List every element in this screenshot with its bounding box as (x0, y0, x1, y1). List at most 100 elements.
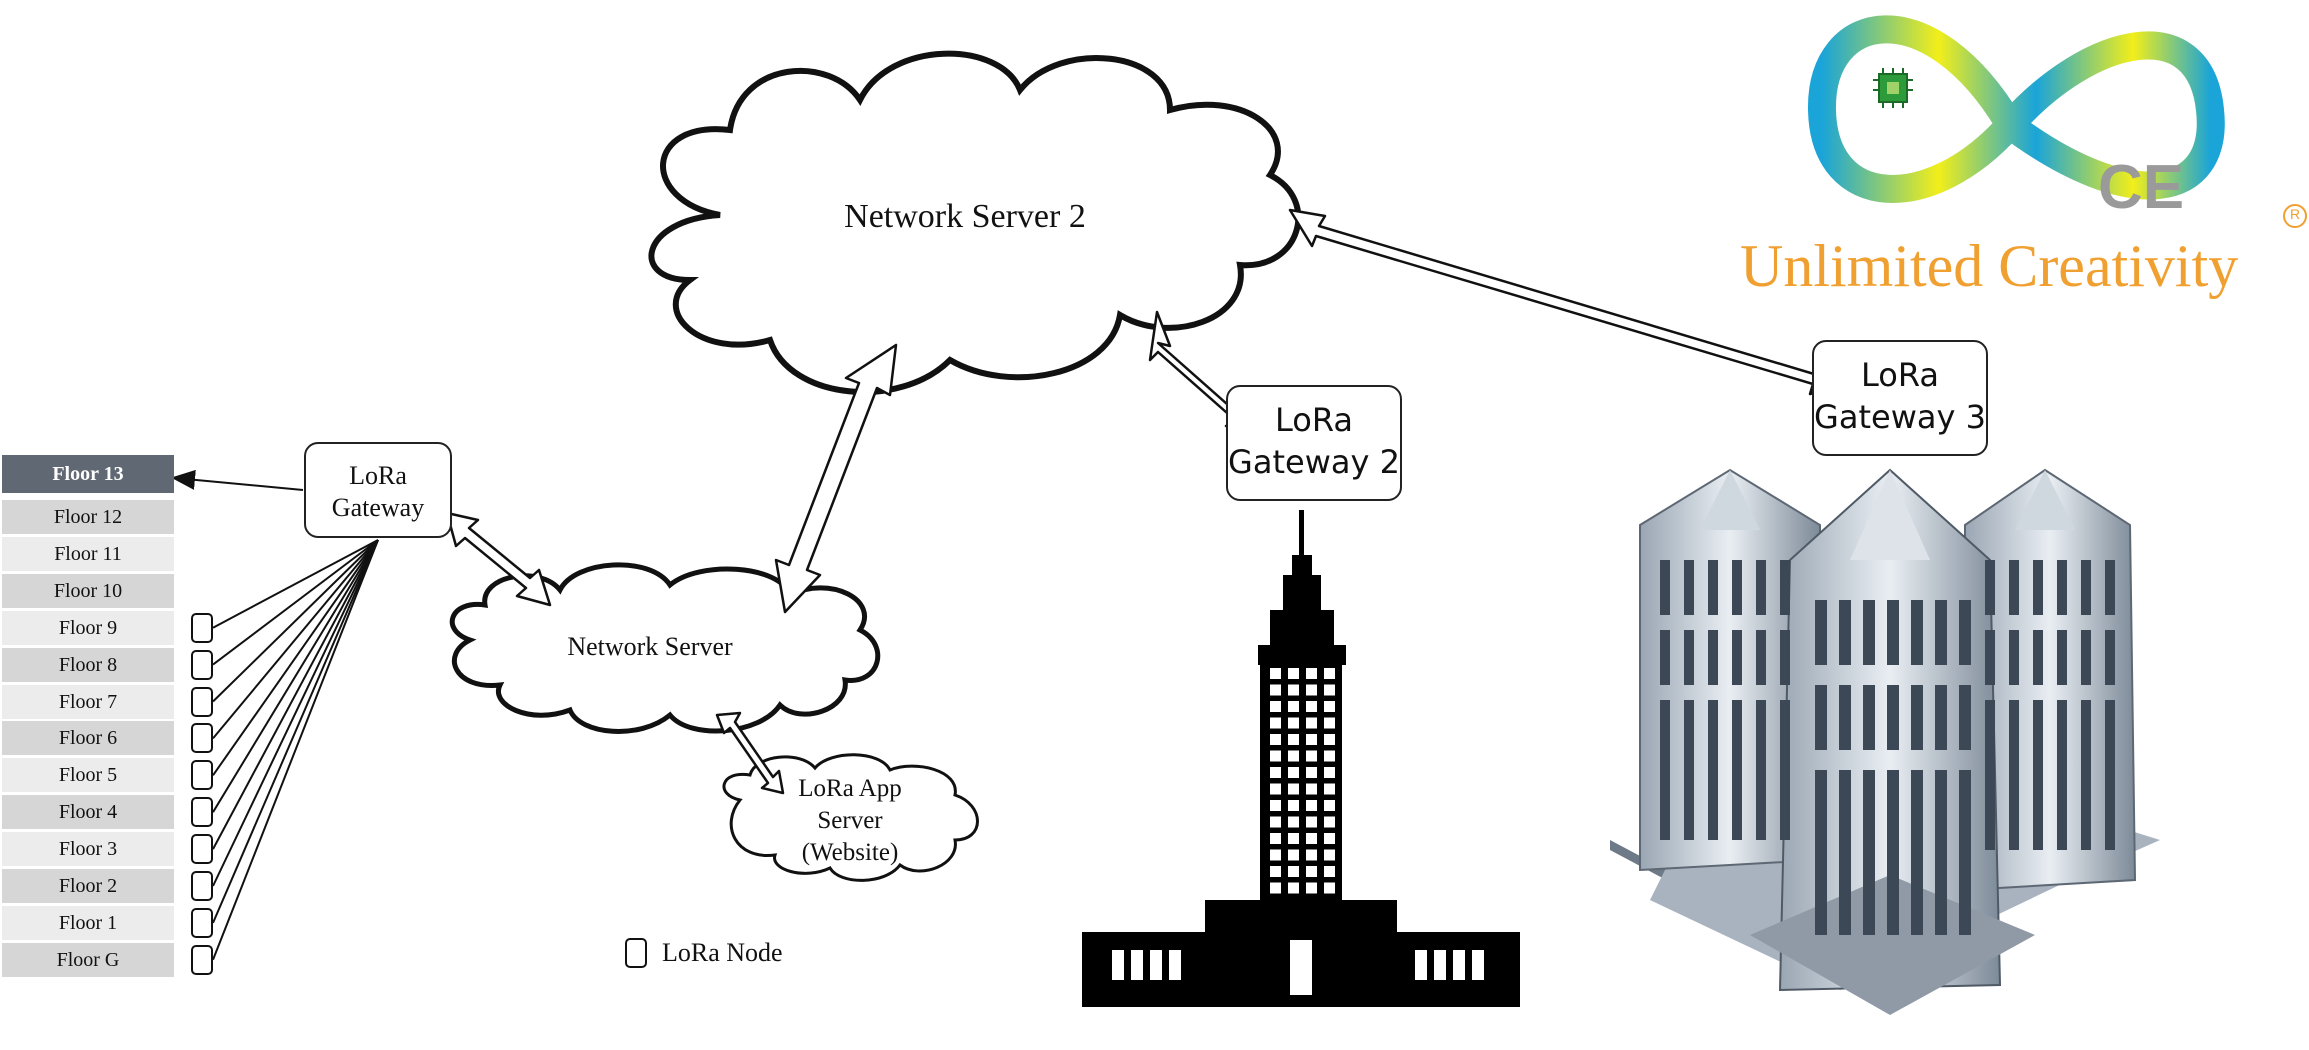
tower-window (1306, 734, 1317, 745)
network-server-2-label: Network Server 2 (844, 198, 1086, 235)
lora-node (191, 797, 213, 828)
tower-window (1324, 816, 1335, 828)
gateway-3-label-line2: Gateway 3 (1814, 398, 1986, 436)
floor-item: Floor 11 (2, 536, 174, 571)
skyscraper-window (2105, 720, 2115, 850)
tower-window (1306, 750, 1317, 762)
node-link-line (212, 539, 379, 629)
app-server-label-line2: Server (817, 807, 883, 834)
lora-node (191, 834, 213, 865)
tower-window (1288, 783, 1299, 795)
node-link-line (212, 539, 379, 887)
floor-item: Floor 5 (2, 758, 174, 793)
tower-window (1324, 684, 1335, 696)
skyscraper-window (1732, 560, 1742, 615)
lora-node (191, 907, 213, 938)
skyscraper-window (2033, 630, 2043, 685)
skyscraper-window (1985, 560, 1995, 615)
tower-window (1288, 866, 1299, 877)
skyscraper-window (2009, 720, 2019, 850)
skyscraper-window (1756, 630, 1766, 685)
tower-window (1270, 849, 1281, 861)
app-server-label-line1: LoRa App (798, 775, 902, 802)
skyscraper-window (1985, 630, 1995, 685)
skyscraper-window (1985, 720, 1995, 850)
skyscraper-window (1684, 630, 1694, 685)
registered-mark-letter: R (2289, 206, 2301, 222)
skyscraper-windows (1660, 560, 2115, 935)
gateway-to-floor13-arrow (171, 469, 304, 491)
tower-base-window (1169, 950, 1181, 980)
legend-node-icon (625, 938, 647, 968)
tower-window (1324, 849, 1335, 861)
skyscraper-window (1684, 560, 1694, 615)
tower-window (1306, 833, 1317, 844)
skyscraper-window (1863, 785, 1875, 935)
floor-item: Floor 2 (2, 869, 174, 903)
skyscraper-window (2057, 720, 2067, 850)
lora-node (191, 944, 213, 975)
tower-window (1306, 767, 1317, 778)
node-link-line (212, 539, 379, 740)
app-server-cloud (722, 753, 979, 882)
floor-item: Floor 9 (2, 610, 174, 645)
skyscraper-window (2057, 560, 2067, 615)
tower-window (1288, 800, 1299, 811)
tower-window (1324, 717, 1335, 729)
lora-node (191, 686, 213, 717)
tower-window (1324, 783, 1335, 795)
gateway-2-label-line1: LoRa (1275, 401, 1353, 439)
lora-gateway-2: LoRa Gateway 2 (1226, 385, 1402, 501)
tower-window (1270, 668, 1281, 679)
skyscraper-window (2033, 560, 2043, 615)
tower-window (1306, 783, 1317, 795)
skyscraper-window (1935, 600, 1947, 665)
skyscraper-window (1756, 720, 1766, 840)
skyscraper-window (1911, 600, 1923, 665)
skyscraper-window (1839, 785, 1851, 935)
tower-window (1270, 816, 1281, 828)
skyscraper-window (1756, 560, 1766, 615)
tower-window (1324, 701, 1335, 712)
skyscraper-window (1959, 600, 1971, 665)
tower-base-window (1415, 950, 1427, 980)
tower-base-window (1150, 950, 1162, 980)
lora-node (191, 723, 213, 754)
tower-base-window (1472, 950, 1484, 980)
tower-window (1306, 849, 1317, 861)
skyscraper-window (1887, 600, 1899, 665)
tower-window (1288, 882, 1299, 894)
tower-window (1306, 668, 1317, 679)
floor-item: Floor 13 (2, 455, 174, 493)
tower-window (1288, 717, 1299, 729)
logo-chip-icon (1873, 68, 1913, 108)
skyscraper-window (2081, 630, 2091, 685)
tower-window (1306, 816, 1317, 828)
tower-window (1324, 800, 1335, 811)
tower-window (1288, 816, 1299, 828)
gateway-2-label-line2: Gateway 2 (1228, 443, 1400, 481)
tower-window (1288, 767, 1299, 778)
tower-window (1324, 882, 1335, 894)
tower-window (1270, 734, 1281, 745)
skyscraper-window (1887, 685, 1899, 750)
floor-item: Floor G (2, 942, 174, 977)
skyscraper-window (1815, 685, 1827, 750)
tower-window (1270, 866, 1281, 877)
logo-letters: CE (2098, 153, 2185, 222)
lora-node (191, 760, 213, 791)
skyscraper-window (1911, 785, 1923, 935)
tower-window (1270, 767, 1281, 778)
node-link-line (212, 539, 379, 961)
skyscraper-window (1780, 630, 1790, 685)
skyscraper-window (2009, 560, 2019, 615)
tower-window (1288, 684, 1299, 696)
skyscraper-window (1708, 720, 1718, 840)
skyscraper-window (2033, 720, 2043, 850)
node-lines (212, 539, 379, 961)
tower-window (1270, 882, 1281, 894)
skyscraper-window (1708, 630, 1718, 685)
node-link-line (212, 539, 379, 703)
